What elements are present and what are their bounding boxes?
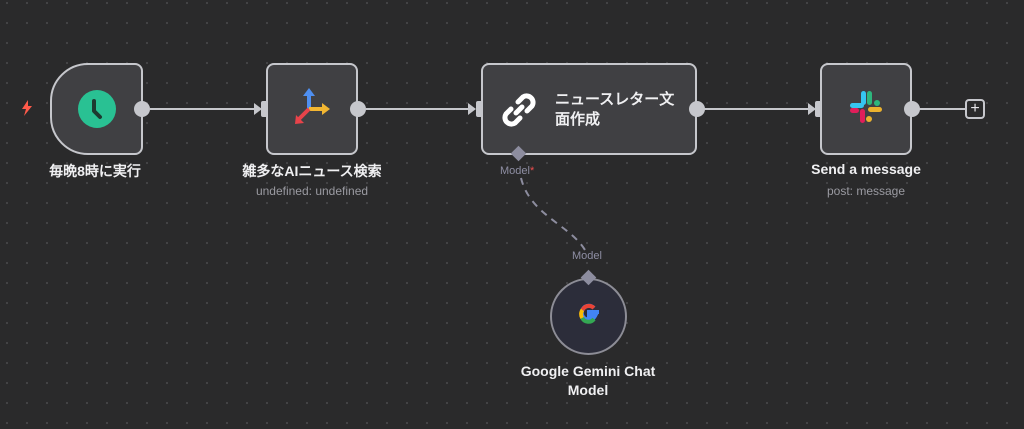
node-newsletter-composer[interactable]: ニュースレター文 面作成	[481, 63, 697, 155]
node-label: ニュースレター文 面作成	[555, 91, 675, 128]
output-handle[interactable]	[134, 101, 150, 117]
model-port-label: Model*	[500, 165, 535, 177]
arrow-head	[254, 103, 262, 115]
node-slack-send-message[interactable]	[820, 63, 912, 155]
output-handle[interactable]	[689, 101, 705, 117]
input-handle[interactable]	[815, 101, 823, 117]
arrow-head	[468, 103, 476, 115]
node-label: 毎晩8時に実行	[49, 163, 141, 179]
model-output-label: Model	[572, 250, 602, 262]
node-label: Send a message	[811, 161, 921, 177]
required-mark: *	[529, 165, 535, 177]
node-ai-news-search[interactable]	[266, 63, 358, 155]
node-sublabel: undefined: undefined	[255, 184, 369, 198]
slack-icon	[848, 89, 884, 130]
add-node-button[interactable]: +	[965, 99, 985, 119]
input-handle[interactable]	[476, 101, 484, 117]
node-sublabel: post: message	[826, 184, 906, 198]
trigger-bolt-icon	[20, 100, 34, 116]
output-handle[interactable]	[350, 101, 366, 117]
node-google-gemini-chat-model[interactable]	[550, 278, 627, 355]
arrow-head	[808, 103, 816, 115]
input-handle[interactable]	[261, 101, 269, 117]
axes-arrows-icon	[292, 87, 332, 132]
node-label: Google Gemini Chat Model	[520, 363, 656, 398]
google-g-icon	[575, 300, 603, 333]
node-label: 雑多なAIニュース検索	[242, 163, 382, 179]
clock-icon	[77, 90, 116, 128]
node-schedule-trigger[interactable]	[50, 63, 143, 155]
link-chain-icon	[499, 90, 539, 135]
connection-model-dashed[interactable]	[520, 177, 586, 251]
output-handle[interactable]	[904, 101, 920, 117]
